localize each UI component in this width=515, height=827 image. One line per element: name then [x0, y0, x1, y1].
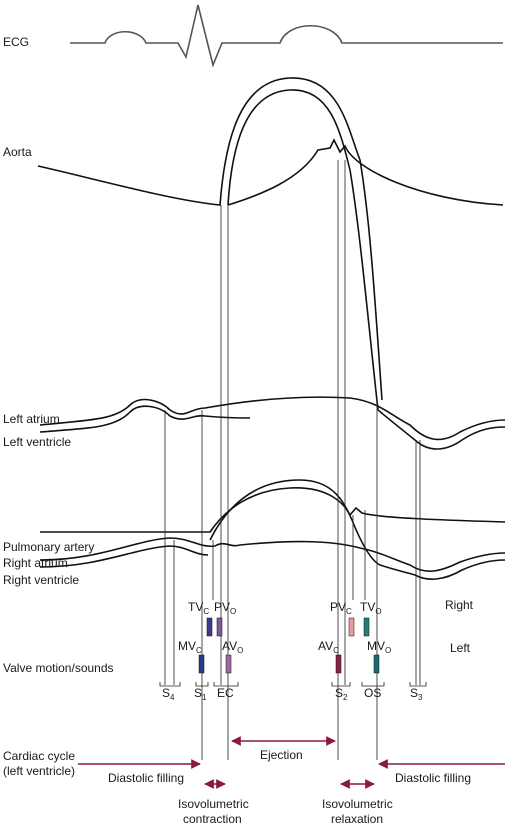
- diastolic-filling-right-label: Diastolic filling: [395, 771, 471, 785]
- right-atrium-label: Right atrium: [3, 556, 68, 570]
- mv-closure-label: MVC: [178, 639, 202, 655]
- pv-opening-label: PVO: [214, 600, 236, 616]
- left-ventricle-label: Left ventricle: [3, 435, 71, 449]
- cardiac-cycle-label: Cardiac cycle: [3, 749, 75, 763]
- tv-opening-marker: [363, 617, 370, 637]
- ec-label: EC: [217, 686, 234, 700]
- s3-label: S3: [410, 686, 423, 702]
- isovolumetric-contraction-label-1: Isovolumetric: [178, 797, 249, 811]
- left-side-label: Left: [450, 641, 471, 655]
- mv-opening-label: MVO: [367, 639, 391, 655]
- tv-closure-label: TVC: [188, 600, 209, 616]
- valve-motion-label: Valve motion/sounds: [3, 661, 114, 675]
- aorta-label: Aorta: [3, 145, 32, 159]
- right-side-label: Right: [445, 598, 474, 612]
- sound-brackets: [159, 682, 427, 687]
- pv-opening-marker: [216, 617, 223, 637]
- av-opening-marker: [225, 654, 232, 674]
- ecg-label: ECG: [3, 35, 29, 49]
- isovolumetric-contraction-label-2: contraction: [183, 812, 242, 826]
- pulmonary-artery-label: Pulmonary artery: [3, 540, 94, 554]
- left-ventricle-pressure-curve: [227, 89, 379, 411]
- right-ventricle-trace: [39, 545, 506, 580]
- av-closure-label: AVC: [318, 639, 339, 655]
- s4-label: S4: [162, 686, 175, 702]
- isovolumetric-relaxation-label-2: relaxation: [331, 812, 383, 826]
- left-atrium-trace: [39, 396, 506, 441]
- aorta-pressure-curve: [227, 138, 504, 206]
- mv-opening-marker: [373, 654, 380, 674]
- pulmonary-artery-trace: [40, 487, 506, 533]
- diastolic-filling-left-label: Diastolic filling: [108, 771, 184, 785]
- mv-closure-marker: [198, 654, 205, 674]
- left-ventricle-trace: [39, 405, 506, 450]
- tv-opening-label: TVO: [360, 600, 382, 616]
- cardiac-cycle-sublabel: (left ventricle): [3, 764, 75, 778]
- pv-closure-label: PVC: [330, 600, 352, 616]
- tv-closure-marker: [206, 617, 213, 637]
- left-atrium-label: Left atrium: [3, 412, 60, 426]
- s1-label: S1: [194, 686, 207, 702]
- right-atrium-trace: [39, 537, 506, 572]
- ecg-trace: [70, 4, 503, 68]
- s2-label: S2: [335, 686, 348, 702]
- right-ventricle-pressure-curve: [209, 479, 381, 566]
- isovolumetric-relaxation-label-1: Isovolumetric: [322, 797, 393, 811]
- pv-closure-marker: [348, 617, 355, 637]
- ejection-label: Ejection: [260, 748, 303, 762]
- av-opening-label: AVO: [222, 639, 243, 655]
- right-ventricle-label: Right ventricle: [3, 573, 79, 587]
- aorta-trace: [37, 77, 383, 401]
- av-closure-marker: [335, 654, 342, 674]
- os-label: OS: [364, 686, 381, 700]
